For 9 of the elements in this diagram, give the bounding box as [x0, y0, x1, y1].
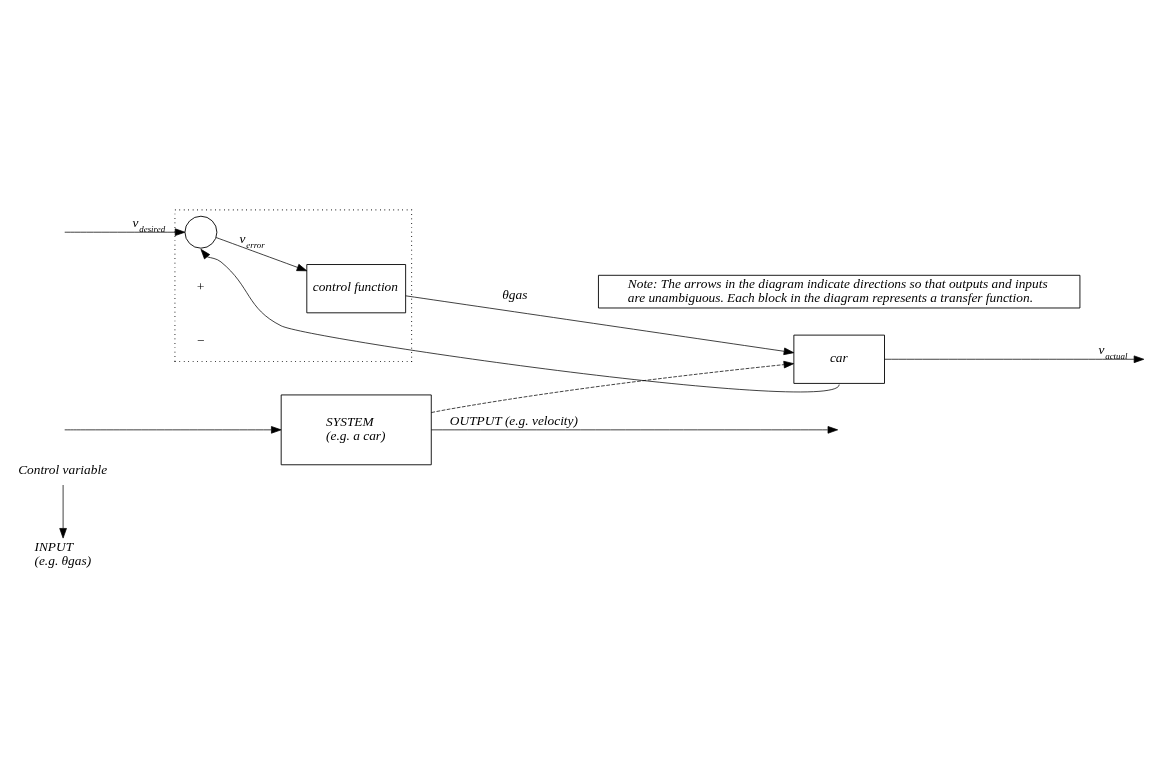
edge-label: OUTPUT (e.g. velocity) — [449, 412, 578, 428]
edge-label: v$_{actual}$ — [1098, 341, 1128, 361]
edge-label: v$_{error}$ — [239, 230, 265, 250]
edge-label: θgas — [502, 286, 528, 302]
node-text: INPUT (e.g. θgas) — [34, 538, 92, 568]
label: − — [196, 332, 206, 348]
label: + — [196, 278, 206, 294]
node-text: Control variable — [18, 461, 108, 477]
edge-label: v$_{desired}$ — [132, 214, 166, 234]
